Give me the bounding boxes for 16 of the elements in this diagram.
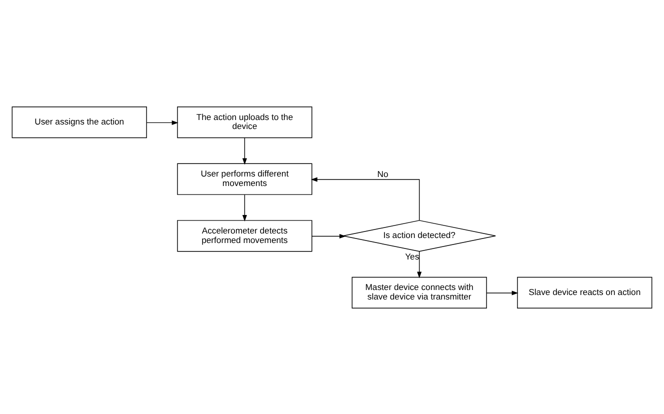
- arrow: [312, 233, 346, 238]
- edge-label: No: [377, 168, 388, 179]
- node-diamond: Is action detected?: [342, 220, 496, 252]
- edge-label: Yes: [405, 250, 420, 261]
- node-box: The action uploads to the device: [177, 106, 312, 138]
- node-box: Accelerometer detects performed movements: [177, 220, 312, 252]
- node-box: User performs different movements: [177, 162, 312, 194]
- node-box: Master device connects with slave device via transmitter: [352, 276, 487, 308]
- arrow: [242, 194, 247, 221]
- node-box: User assigns the action: [12, 106, 147, 138]
- node-box: Slave device reacts on action: [517, 276, 652, 308]
- arrow: [242, 136, 247, 164]
- arrow: [310, 176, 420, 220]
- arrow: [417, 250, 422, 278]
- arrow: [146, 120, 178, 124]
- arrow: [486, 290, 518, 295]
